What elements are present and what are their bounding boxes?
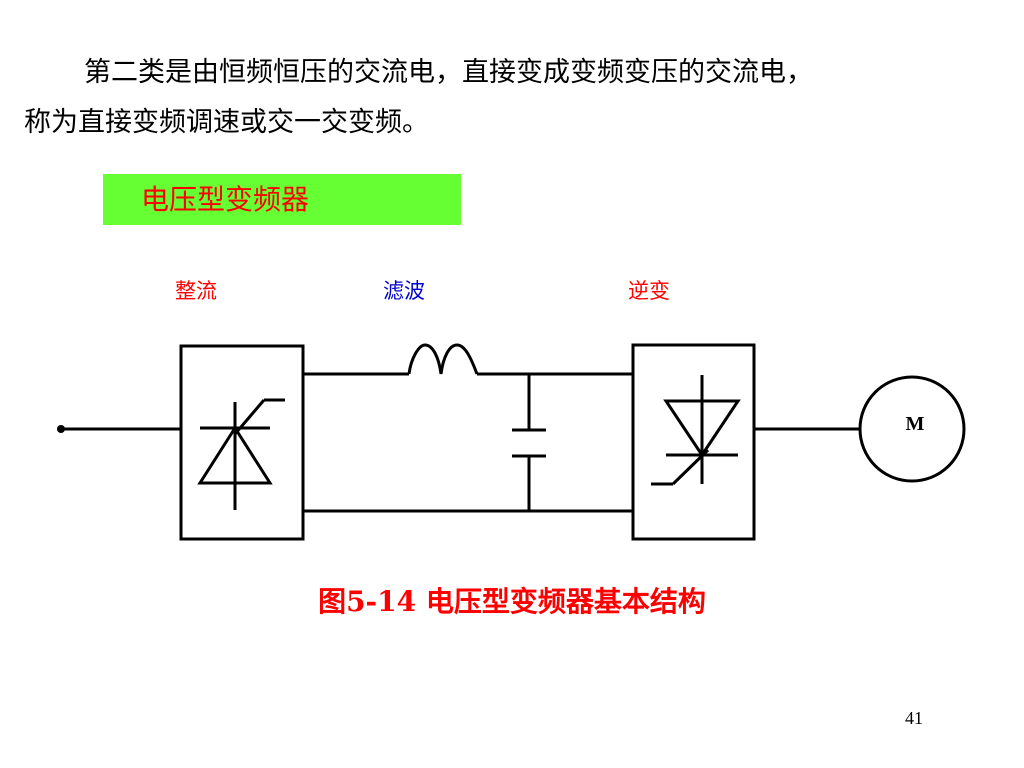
intro-line-1: 第二类是由恒频恒压的交流电，直接变成变频变压的交流电， — [84, 57, 813, 88]
inverter-block — [631, 343, 756, 541]
inverter-thyristor-icon — [651, 375, 741, 486]
voltage-inverter-tag: 电压型变频器 — [103, 174, 461, 225]
page-number: 41 — [905, 708, 923, 728]
figure-caption: 图5-14 电压型变频器基本结构 — [318, 585, 706, 618]
thyristor-icon — [197, 398, 285, 510]
inverter-stage-label: 逆变 — [628, 279, 670, 303]
rectifier-block — [179, 344, 305, 541]
capacitor-icon — [512, 374, 546, 511]
inductor-icon — [407, 343, 479, 375]
motor-label: M — [905, 413, 925, 435]
motor-icon — [858, 375, 966, 483]
rectifier-stage-label: 整流 — [175, 279, 217, 303]
filter-stage-label: 滤波 — [383, 279, 425, 303]
intro-line-2: 称为直接变频调速或交一交变频。 — [24, 107, 429, 138]
